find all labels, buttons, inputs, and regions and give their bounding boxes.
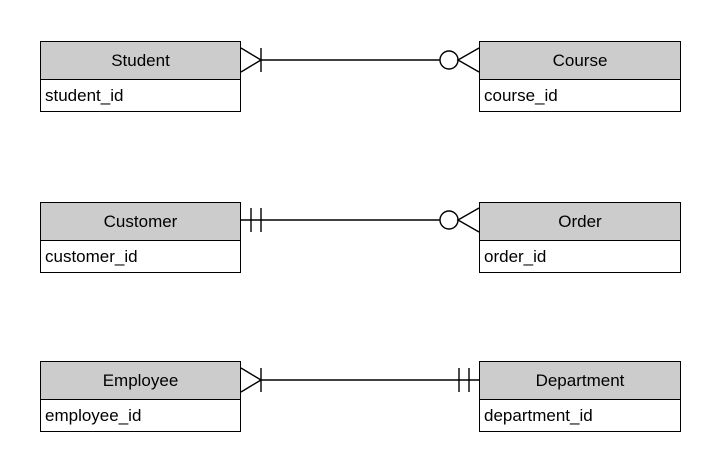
- entity-department: Department department_id: [479, 361, 681, 432]
- connector-employee-department: [240, 367, 479, 393]
- zero-circle-icon: [439, 210, 459, 230]
- entity-student: Student student_id: [40, 41, 241, 112]
- entity-attribute: customer_id: [41, 241, 240, 272]
- entity-title: Student: [41, 42, 240, 80]
- entity-employee: Employee employee_id: [40, 361, 241, 432]
- entity-title: Employee: [41, 362, 240, 400]
- crows-foot-many-icon: [240, 367, 263, 393]
- crows-foot-many-icon: [456, 207, 480, 233]
- zero-circle-icon: [439, 50, 459, 70]
- entity-course: Course course_id: [479, 41, 681, 112]
- entity-title: Order: [480, 203, 680, 241]
- entity-attribute: student_id: [41, 80, 240, 111]
- entity-title: Course: [480, 42, 680, 80]
- crows-foot-many-icon: [456, 47, 480, 73]
- entity-attribute: employee_id: [41, 400, 240, 431]
- entity-attribute: department_id: [480, 400, 680, 431]
- entity-title: Department: [480, 362, 680, 400]
- entity-title: Customer: [41, 203, 240, 241]
- entity-attribute: order_id: [480, 241, 680, 272]
- connector-student-course: [240, 47, 480, 73]
- entity-customer: Customer customer_id: [40, 202, 241, 273]
- crows-foot-many-icon: [240, 47, 263, 73]
- connector-customer-order: [241, 207, 480, 233]
- entity-attribute: course_id: [480, 80, 680, 111]
- entity-order: Order order_id: [479, 202, 681, 273]
